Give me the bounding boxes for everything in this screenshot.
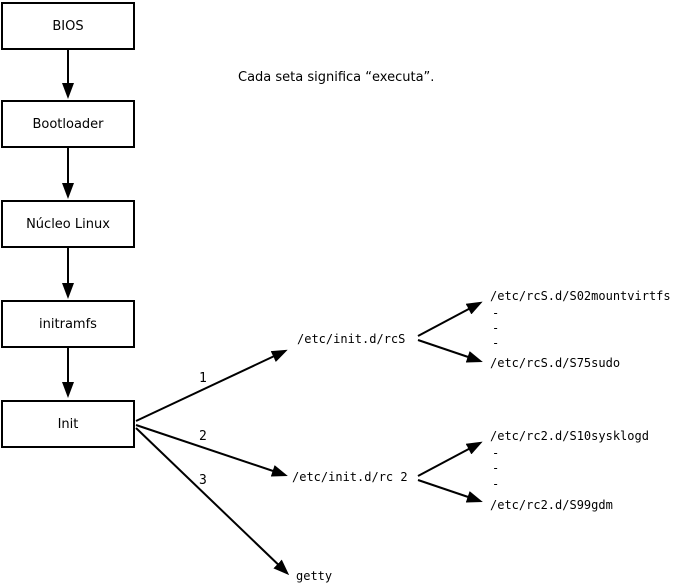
arrow-rc2-to-last-script bbox=[417, 479, 483, 503]
node-bios: BIOS bbox=[1, 2, 135, 50]
node-rcS-last-script: /etc/rcS.d/S75sudo bbox=[490, 356, 621, 370]
node-rcS-first-script: /etc/rcS.d/S02mountvirtfs bbox=[490, 289, 671, 303]
branch-number-3: 3 bbox=[199, 473, 207, 488]
node-bootloader-label: Bootloader bbox=[32, 116, 104, 132]
node-linux-kernel: Núcleo Linux bbox=[1, 200, 135, 248]
rcS-ellipsis-dash: - bbox=[492, 321, 500, 335]
arrow-init-to-rc2 bbox=[135, 424, 288, 477]
arrow-rc2-to-first-script bbox=[417, 441, 483, 477]
node-rc2-first-script: /etc/rc2.d/S10sysklogd bbox=[490, 429, 649, 443]
node-getty: getty bbox=[296, 569, 333, 583]
legend-note: Cada seta significa “executa”. bbox=[238, 70, 435, 85]
arrow-init-to-getty bbox=[135, 427, 290, 576]
node-initramfs-label: initramfs bbox=[39, 316, 97, 332]
rc2-ellipsis-dash: - bbox=[492, 461, 500, 475]
node-bios-label: BIOS bbox=[52, 18, 84, 34]
node-initramfs: initramfs bbox=[1, 300, 135, 348]
rc2-ellipsis-dash: - bbox=[492, 477, 500, 491]
node-init: Init bbox=[1, 400, 135, 448]
node-bootloader: Bootloader bbox=[1, 100, 135, 148]
arrow-init-to-rcS bbox=[135, 349, 288, 422]
node-rc2-last-script: /etc/rc2.d/S99gdm bbox=[490, 498, 613, 512]
node-linux-kernel-label: Núcleo Linux bbox=[26, 216, 110, 232]
branch-number-1: 1 bbox=[199, 371, 207, 386]
rcS-ellipsis-dash: - bbox=[492, 306, 500, 320]
node-init-d-rc2: /etc/init.d/rc 2 bbox=[292, 470, 408, 484]
node-init-label: Init bbox=[57, 416, 79, 432]
branch-number-2: 2 bbox=[199, 429, 207, 444]
arrow-rcS-to-last-script bbox=[417, 339, 483, 363]
arrow-rcS-to-first-script bbox=[417, 301, 483, 337]
node-init-d-rcS: /etc/init.d/rcS bbox=[297, 332, 406, 346]
rcS-ellipsis-dash: - bbox=[492, 336, 500, 350]
rc2-ellipsis-dash: - bbox=[492, 446, 500, 460]
